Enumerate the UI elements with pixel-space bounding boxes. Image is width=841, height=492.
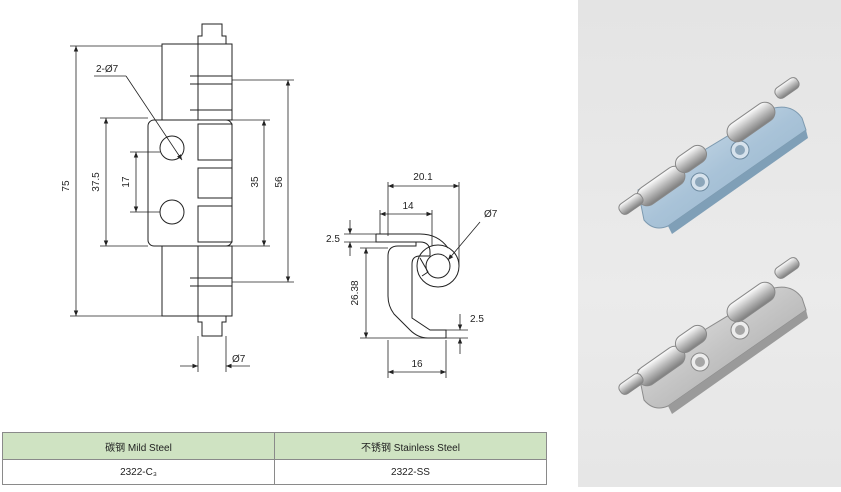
part-number-mild-steel: 2322-C₃ (2, 459, 275, 485)
dim-pin-diameter: Ø7 (232, 354, 246, 365)
front-dimension-labels: 75 37.5 17 35 56 2-Ø7 Ø7 (61, 64, 285, 365)
table-header-row: 碳钢 Mild Steel 不锈钢 Stainless Steel (2, 432, 547, 460)
lower-hole-icon (159, 199, 185, 225)
dim-hole-spacing: 17 (121, 176, 132, 188)
dim-width-top: 14 (402, 201, 414, 212)
dim-width-bottom: 16 (411, 359, 423, 370)
dim-width-total: 20.1 (413, 172, 433, 183)
dim-thickness-top: 2.5 (326, 234, 340, 245)
dim-holes: 2-Ø7 (96, 64, 119, 75)
side-dimensions (344, 182, 481, 378)
side-pin-circle-icon (416, 244, 460, 288)
side-pin-hole-icon (425, 253, 451, 279)
dim-overall-height: 75 (61, 180, 72, 192)
dim-outer-height: 56 (274, 176, 285, 188)
product-photo-panel (578, 0, 841, 487)
upper-hole-icon (159, 135, 185, 161)
front-dimensions (70, 45, 294, 372)
dim-inner-height: 35 (250, 176, 261, 188)
dim-thickness-bottom: 2.5 (470, 314, 484, 325)
stainless-hinge-photo (618, 257, 808, 414)
part-number-stainless-steel: 2322-SS (274, 459, 547, 485)
galvanized-hinge-photo (618, 77, 808, 234)
product-photos (618, 77, 808, 414)
dim-side-height: 26.38 (350, 280, 361, 305)
header-stainless-steel: 不锈钢 Stainless Steel (274, 432, 547, 460)
dim-side-hole: Ø7 (484, 209, 498, 220)
header-mild-steel: 碳钢 Mild Steel (2, 432, 275, 460)
front-view (147, 23, 233, 337)
dim-plate-height: 37.5 (91, 172, 102, 192)
side-dimension-labels: 20.1 14 Ø7 2.5 26.38 2.5 16 (326, 172, 498, 370)
side-view (375, 233, 460, 339)
table-row: 2322-C₃ 2322-SS (2, 459, 547, 485)
material-table: 碳钢 Mild Steel 不锈钢 Stainless Steel 2322-C… (2, 432, 547, 485)
technical-drawing: 75 37.5 17 35 56 2-Ø7 Ø7 (61, 23, 498, 378)
